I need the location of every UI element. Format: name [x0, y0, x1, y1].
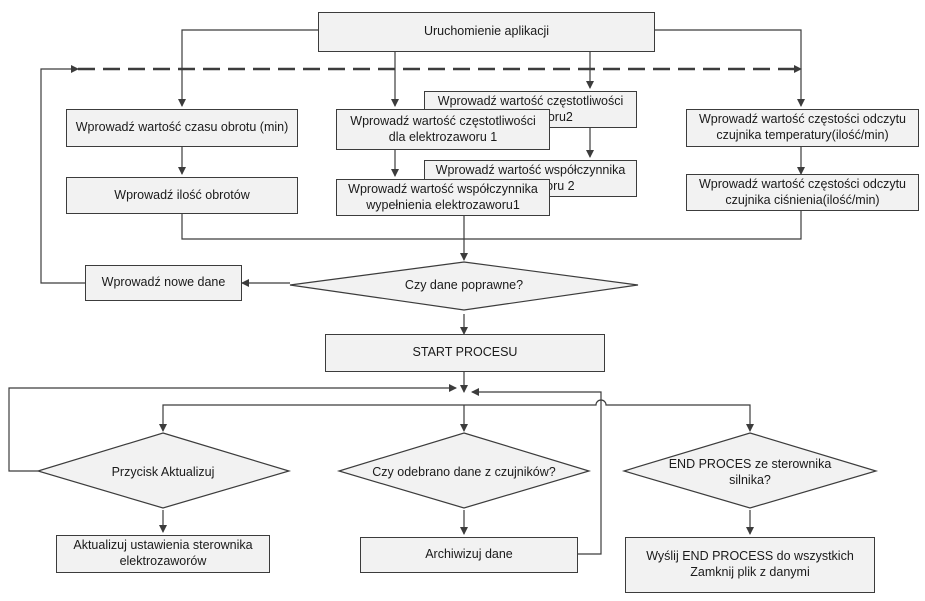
archive-box: Archiwizuj dane	[360, 537, 578, 573]
input-time-box: Wprowadź wartość czasu obrotu (min)	[66, 109, 298, 147]
decision-button	[35, 432, 292, 509]
connector	[181, 211, 802, 240]
input-fill1-box: Wprowadź wartość współczynnika wypełnien…	[336, 179, 550, 216]
input-pressure-box: Wprowadź wartość częstości odczytu czujn…	[686, 174, 919, 211]
connector	[40, 65, 85, 284]
decision-data-ok	[289, 261, 639, 311]
decision-sensors	[336, 432, 592, 509]
connector	[471, 388, 602, 555]
decision-button-label: Przycisk Aktualizuj	[111, 464, 215, 479]
start-app-box: Uruchomienie aplikacji	[318, 12, 655, 52]
new-data-box: Wprowadź nowe dane	[85, 265, 242, 301]
input-rotations-box: Wprowadź ilość obrotów	[66, 177, 298, 214]
connector	[655, 29, 805, 107]
connector	[8, 384, 457, 472]
send-end-box: Wyślij END PROCESS do wszystkich Zamknij…	[625, 537, 875, 593]
connector	[178, 29, 318, 107]
decision-data-ok-label: Czy dane poprawne?	[404, 277, 524, 292]
connector	[464, 399, 754, 432]
input-freq1-box: Wprowadź wartość częstotliwości dla elek…	[336, 109, 550, 150]
update-settings-box: Aktualizuj ustawienia sterownika elektro…	[56, 535, 270, 573]
decision-sensors-label: Czy odebrano dane z czujników?	[372, 464, 556, 479]
input-temp-box: Wprowadź wartość częstości odczytu czujn…	[686, 109, 919, 147]
start-process-box: START PROCESU	[325, 334, 605, 372]
decision-end-label: END PROCES ze sterownika silnika?	[668, 456, 832, 487]
decision-end	[621, 432, 879, 509]
connector	[159, 404, 464, 432]
